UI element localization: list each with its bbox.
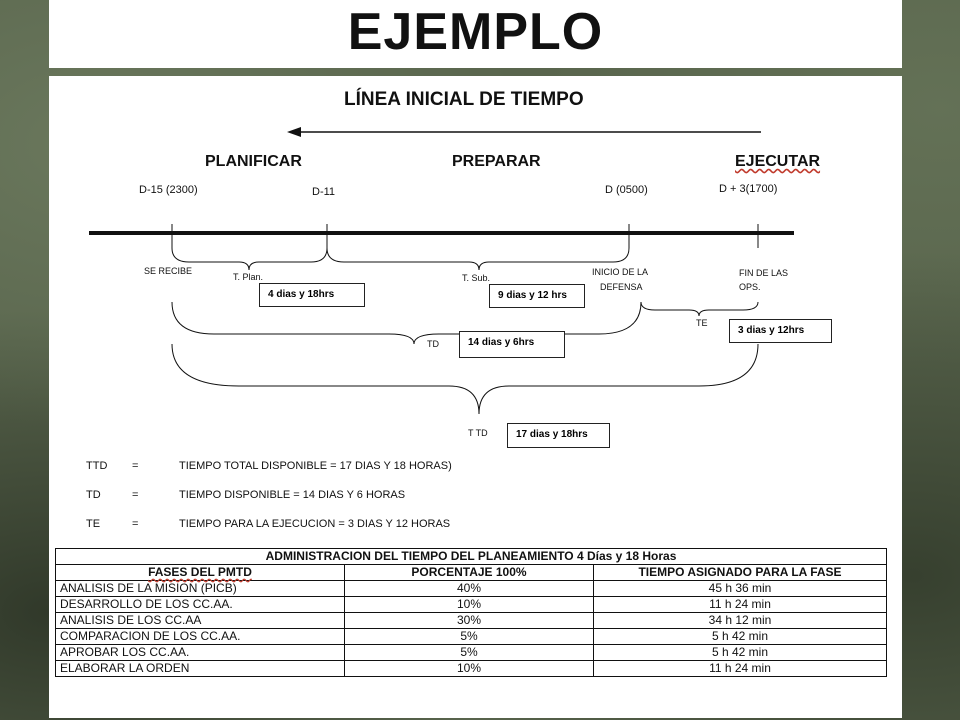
label-ops-end-1: FIN DE LAS <box>739 268 789 278</box>
title-band: EJEMPLO <box>49 0 902 68</box>
label-defense-start-1: INICIO DE LA <box>592 267 649 277</box>
cell-time: 5 h 42 min <box>593 628 887 645</box>
label-ttd: T TD <box>468 428 488 438</box>
legend-text: TIEMPO TOTAL DISPONIBLE = 17 DIAS Y 18 H… <box>179 460 452 472</box>
header-phase: FASES DEL PMTD <box>55 564 345 581</box>
mark-d3: D + 3(1700) <box>719 183 778 195</box>
legend-abbr: TTD <box>86 460 108 472</box>
legend-text: TIEMPO PARA LA EJECUCION = 3 DIAS Y 12 H… <box>179 518 451 530</box>
table-header-row: FASES DEL PMTD PORCENTAJE 100% TIEMPO AS… <box>55 564 887 581</box>
box-tplan: 4 dias y 18hrs <box>259 283 365 307</box>
header-percent: PORCENTAJE 100% <box>344 564 594 581</box>
cell-time: 11 h 24 min <box>593 596 887 613</box>
box-tsub: 9 dias y 12 hrs <box>489 284 585 308</box>
header-time: TIEMPO ASIGNADO PARA LA FASE <box>593 564 887 581</box>
timeline-graphics <box>89 127 794 415</box>
label-defense-start-2: DEFENSA <box>600 282 643 292</box>
cell-phase: DESARROLLO DE LOS CC.AA. <box>55 596 345 613</box>
mark-d11: D-11 <box>312 186 336 198</box>
legend-eq: = <box>132 460 139 472</box>
slide-title: EJEMPLO <box>347 3 604 61</box>
cell-phase: ANALISIS DE LOS CC.AA <box>55 612 345 629</box>
phase-execute: EJECUTAR <box>735 153 821 170</box>
label-receive: SE RECIBE <box>144 266 193 276</box>
cell-time: 5 h 42 min <box>593 644 887 661</box>
mark-d0: D (0500) <box>605 184 648 196</box>
label-td: TD <box>427 339 439 349</box>
legend-eq: = <box>132 489 139 501</box>
legend-eq: = <box>132 518 139 530</box>
cell-percent: 40% <box>344 580 594 597</box>
phase-prepare: PREPARAR <box>452 153 541 170</box>
cell-time: 11 h 24 min <box>593 660 887 677</box>
cell-percent: 5% <box>344 628 594 645</box>
cell-phase: APROBAR LOS CC.AA. <box>55 644 345 661</box>
timeline-heading: LÍNEA INICIAL DE TIEMPO <box>344 89 584 110</box>
legend-text: TIEMPO DISPONIBLE = 14 DIAS Y 6 HORAS <box>179 489 406 501</box>
legend-row: TTD <box>86 460 107 472</box>
arrow-head <box>287 127 301 137</box>
cell-percent: 30% <box>344 612 594 629</box>
label-te: TE <box>696 318 708 328</box>
table-row: ANALISIS DE LOS CC.AA 30% 34 h 12 min <box>55 612 887 629</box>
table-row: APROBAR LOS CC.AA. 5% 5 h 42 min <box>55 644 887 661</box>
legend-abbr: TD <box>86 489 101 501</box>
cell-phase: COMPARACION DE LOS CC.AA. <box>55 628 345 645</box>
brace-ttd <box>171 343 759 415</box>
table-title: ADMINISTRACION DEL TIEMPO DEL PLANEAMIEN… <box>55 548 887 565</box>
brace-tplan <box>171 247 328 271</box>
document-image: LÍNEA INICIAL DE TIEMPO PLANIFICAR PREPA… <box>49 76 902 718</box>
label-tsub: T. Sub. <box>462 273 491 283</box>
box-td: 14 dias y 6hrs <box>459 331 565 358</box>
label-ops-end-2: OPS. <box>739 282 761 292</box>
table-row: COMPARACION DE LOS CC.AA. 5% 5 h 42 min <box>55 628 887 645</box>
phase-plan: PLANIFICAR <box>205 153 302 170</box>
table-row: ELABORAR LA ORDEN 10% 11 h 24 min <box>55 660 887 677</box>
box-ttd: 17 dias y 18hrs <box>507 423 610 448</box>
label-tplan: T. Plan. <box>233 272 264 282</box>
legend-row: TD <box>86 489 101 501</box>
admin-table: ADMINISTRACION DEL TIEMPO DEL PLANEAMIEN… <box>55 548 887 677</box>
cell-time: 34 h 12 min <box>593 612 887 629</box>
cell-percent: 10% <box>344 596 594 613</box>
cell-phase: ELABORAR LA ORDEN <box>55 660 345 677</box>
table-title-row: ADMINISTRACION DEL TIEMPO DEL PLANEAMIEN… <box>55 548 887 565</box>
mark-d15: D-15 (2300) <box>139 184 198 196</box>
box-te: 3 dias y 12hrs <box>729 319 832 343</box>
brace-tsub <box>326 247 630 271</box>
table-row: ANALISIS DE LA MISION (PICB) 40% 45 h 36… <box>55 580 887 597</box>
cell-phase: ANALISIS DE LA MISION (PICB) <box>55 580 345 597</box>
cell-time: 45 h 36 min <box>593 580 887 597</box>
cell-percent: 5% <box>344 644 594 661</box>
brace-te <box>640 301 759 317</box>
legend-abbr: TE <box>86 518 101 530</box>
brace-td <box>171 301 642 345</box>
table-row: DESARROLLO DE LOS CC.AA. 10% 11 h 24 min <box>55 596 887 613</box>
cell-percent: 10% <box>344 660 594 677</box>
legend-row: TE <box>86 518 100 530</box>
